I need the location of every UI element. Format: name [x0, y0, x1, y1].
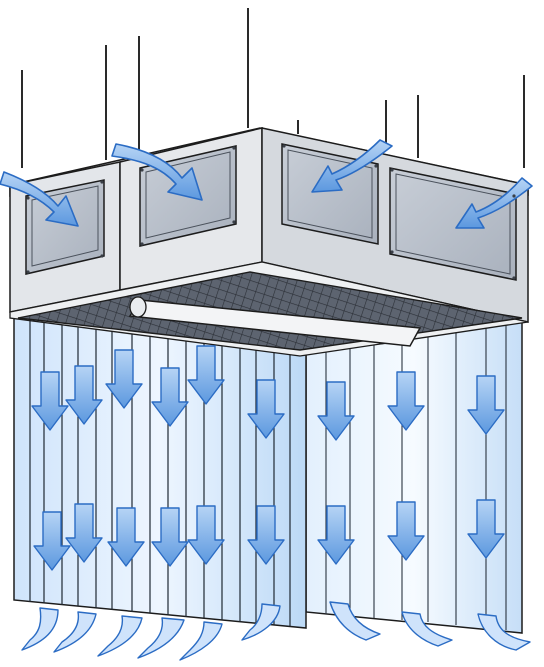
- curved-intake-arrow-icon: [455, 177, 533, 229]
- curved-intake-arrow-icon: [311, 139, 393, 193]
- curved-intake-arrow-icon: [111, 143, 203, 201]
- curved-intake-arrow-icon: [0, 171, 79, 227]
- exhaust-ribbon-icon: [241, 603, 281, 641]
- exhaust-ribbon-icon: [137, 617, 185, 659]
- housing-bolts: [26, 144, 516, 280]
- exhaust-ribbon-icon: [53, 611, 97, 653]
- suspension-rods: [21, 8, 525, 168]
- exhaust-ribbon-icon: [21, 607, 59, 651]
- exhaust-ribbon-icon: [329, 601, 381, 641]
- exhaust-ribbon-icon: [97, 615, 143, 657]
- intake-arrows: [0, 139, 533, 229]
- diffuser-mesh: [17, 271, 523, 351]
- exhaust-ribbon-icon: [179, 621, 223, 661]
- filter-panel-4: [389, 167, 517, 281]
- exhaust-ribbon-icon: [401, 611, 453, 647]
- exhaust-ribbons: [21, 601, 531, 661]
- curtain-left: [13, 311, 307, 629]
- exhaust-ribbon-icon: [477, 613, 531, 651]
- curtain-right: [305, 321, 523, 634]
